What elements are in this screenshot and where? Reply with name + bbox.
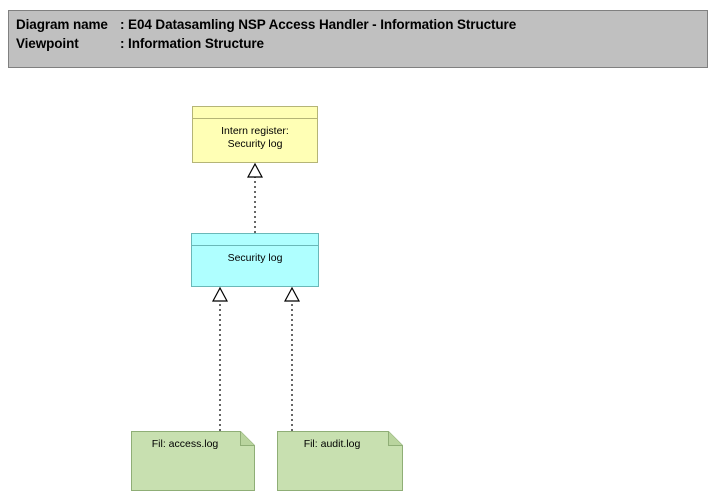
realization-security-log-to-intern-register (246, 162, 264, 233)
business-object-label: Intern register: Security log (193, 125, 317, 151)
realization-access-log-to-security-log (211, 286, 229, 431)
business-object-label-line-2: Security log (227, 138, 283, 150)
artifact-fold-corner-icon (240, 431, 255, 446)
viewpoint-value: Information Structure (128, 36, 264, 51)
viewpoint-separator: : (120, 36, 129, 51)
realization-audit-log-to-security-log (283, 286, 301, 431)
data-object-security-log[interactable]: Security log (191, 233, 319, 287)
artifact-body (131, 431, 255, 491)
data-object-label: Security log (227, 252, 283, 264)
artifact-label: Fil: audit.log (303, 438, 361, 450)
hollow-triangle-arrowhead-icon (246, 162, 264, 178)
artifact-access-log[interactable]: Fil: access.log (131, 431, 255, 491)
artifact-shape-icon (277, 431, 403, 491)
viewpoint-label: Viewpoint (16, 36, 79, 51)
hollow-triangle-arrowhead-icon (283, 286, 301, 302)
diagram-name-value: E04 Datasamling NSP Access Handler - Inf… (128, 17, 517, 32)
artifact-audit-log[interactable]: Fil: audit.log (277, 431, 403, 491)
data-object-header-band (192, 234, 318, 246)
diagram-name-label: Diagram name (16, 17, 108, 32)
artifact-label: Fil: access.log (151, 438, 219, 450)
artifact-shape-icon (131, 431, 255, 491)
business-object-header-band (193, 107, 317, 119)
diagram-header-banner: Diagram name: E04 Datasamling NSP Access… (8, 10, 708, 68)
business-object-intern-register[interactable]: Intern register: Security log (192, 106, 318, 163)
artifact-body (277, 431, 403, 491)
hollow-triangle-arrowhead-icon (211, 286, 229, 302)
diagram-name-line: Diagram name: E04 Datasamling NSP Access… (16, 17, 516, 32)
artifact-fold-corner-icon (388, 431, 403, 446)
viewpoint-line: Viewpoint: Information Structure (16, 36, 264, 51)
business-object-label-line-1: Intern register: (221, 125, 289, 137)
diagram-name-separator: : (120, 17, 129, 32)
